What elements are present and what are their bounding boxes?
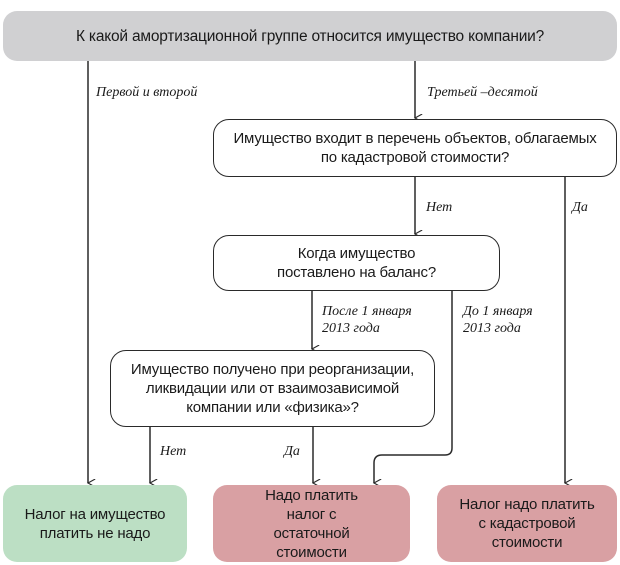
cadastral-list-question-text: Имущество входит в перечень объектов, об… [233, 130, 597, 166]
outcome-cadastral-value-text: Налог надо платить с кадастровой стоимос… [459, 496, 595, 551]
label-first-second: Первой и второй [96, 85, 198, 100]
root-question-text: К какой амортизационной группе относится… [75, 27, 545, 45]
outcome-residual-value-text: Надо платить налог с остаточной стоимост… [265, 486, 358, 561]
label-after-2013-line2: 2013 года [322, 321, 380, 336]
outcome-no-tax-text: Налог на имущество платить не надо [24, 505, 166, 542]
root-question-box: К какой амортизационной группе относится… [3, 11, 617, 61]
label-before-2013-line2: 2013 года [463, 321, 521, 336]
outcome-residual-value-box: Надо платить налог с остаточной стоимост… [213, 485, 410, 562]
label-cadastral-no: Нет [426, 200, 453, 215]
balance-date-question-box: Когда имущество поставлено на баланс? [213, 235, 500, 291]
outcome-cadastral-value-box: Налог надо платить с кадастровой стоимос… [437, 485, 617, 562]
reorganization-question-text: Имущество получено при реорганизации, ли… [130, 361, 415, 416]
balance-date-question-text: Когда имущество поставлено на баланс? [277, 245, 436, 281]
outcome-no-tax-box: Налог на имущество платить не надо [3, 485, 187, 562]
arrow-before-2013 [374, 291, 453, 483]
label-before-2013-line1: До 1 января [463, 304, 533, 319]
reorganization-question-box: Имущество получено при реорганизации, ли… [110, 350, 435, 427]
label-third-tenth: Третьей –десятой [427, 85, 538, 100]
label-reorg-yes: Да [284, 444, 300, 459]
label-after-2013-line1: После 1 января [322, 304, 412, 319]
cadastral-list-question-box: Имущество входит в перечень объектов, об… [213, 119, 617, 177]
label-cadastral-yes: Да [572, 200, 588, 215]
label-reorg-no: Нет [160, 444, 187, 459]
